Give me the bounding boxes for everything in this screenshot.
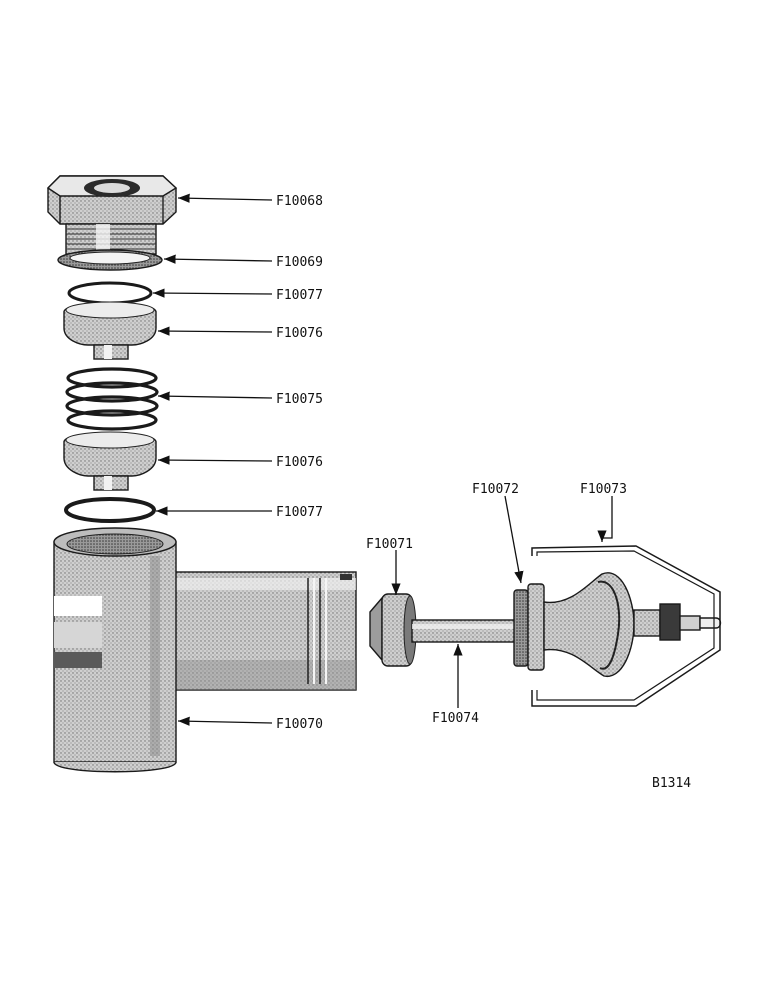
label-washer: F10071 [366,537,413,552]
leader-nut [177,193,273,203]
callouts: F10068 F10069 F10077 F10076 F10075 F1007… [152,193,691,791]
label-seat-top: F10076 [276,326,323,341]
label-spring: F10075 [276,392,323,407]
leader-gasket [163,254,273,264]
label-body: F10070 [276,717,323,732]
leader-spring [157,391,273,401]
o-ring-bottom [64,497,156,523]
o-ring-top [67,281,153,305]
valve-seat-bottom [63,431,157,491]
valve-stem [411,619,519,643]
label-o-ring-top: F10077 [276,288,323,303]
leader-stem-seal [504,495,524,584]
leader-handle [597,496,613,542]
label-gasket: F10069 [276,255,323,270]
leader-seat-bottom [157,455,273,465]
valve-handle [531,545,722,707]
label-handle: F10073 [580,482,627,497]
valve-body [53,527,357,773]
leader-seat-top [157,326,273,336]
leader-o-ring-top [152,288,273,298]
stem-seal [513,583,545,671]
label-nut: F10068 [276,194,323,209]
label-stem: F10074 [432,711,479,726]
label-o-ring-bottom: F10077 [276,505,323,520]
label-seat-bottom: F10076 [276,455,323,470]
label-stem-seal: F10072 [472,482,519,497]
figure-id: B1314 [652,776,691,791]
valve-seat-top [63,301,157,360]
stem-washer [369,593,417,667]
coil-spring [65,367,159,431]
leader-body [177,716,273,726]
hex-nut [46,175,178,255]
gasket [57,249,163,271]
